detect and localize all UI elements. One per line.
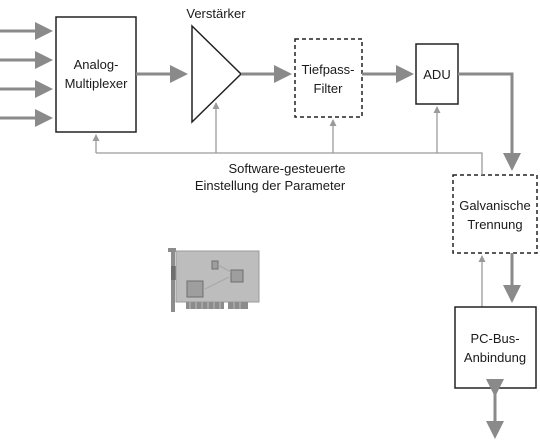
control-line-main [96,152,483,175]
amplifier-triangle [191,24,243,124]
galvanic-isolation-label-line1: Galvanische [459,198,531,213]
arrow-adc-to-isolation [458,72,521,171]
control-label-line1: Software-gesteuerte [228,161,345,176]
multiplexer-label-line2: Multiplexer [65,76,129,91]
multiplexer-label-line1: Analog- [74,57,119,72]
lowpass-filter-label-line1: Tiefpass- [302,62,355,77]
pc-bus-block: PC-Bus- Anbindung [454,306,537,389]
amplifier-label: Verstärker [186,6,246,21]
multiplexer-block: Analog- Multiplexer [55,16,137,133]
pc-bus-label-line2: Anbindung [464,350,526,365]
adc-block: ADU [415,43,459,105]
input-arrows [0,22,53,127]
galvanic-isolation-label-line2: Trennung [467,217,522,232]
multiplexer-box [55,16,137,133]
galvanic-isolation-box [452,174,538,254]
galvanic-isolation-block: Galvanische Trennung [452,174,538,254]
pc-bus-box [454,306,537,389]
control-lines [92,102,483,175]
pci-expansion-card-icon [168,248,260,312]
lowpass-filter-box [294,38,363,118]
adc-box [415,43,459,105]
pc-bus-label-line1: PC-Bus- [470,331,519,346]
lowpass-filter-label-line2: Filter [314,81,344,96]
amplifier-block: Verstärker [186,6,246,124]
lowpass-filter-block: Tiefpass- Filter [294,38,363,118]
adc-label: ADU [423,67,450,82]
control-label-line2: Einstellung der Parameter [195,178,346,193]
